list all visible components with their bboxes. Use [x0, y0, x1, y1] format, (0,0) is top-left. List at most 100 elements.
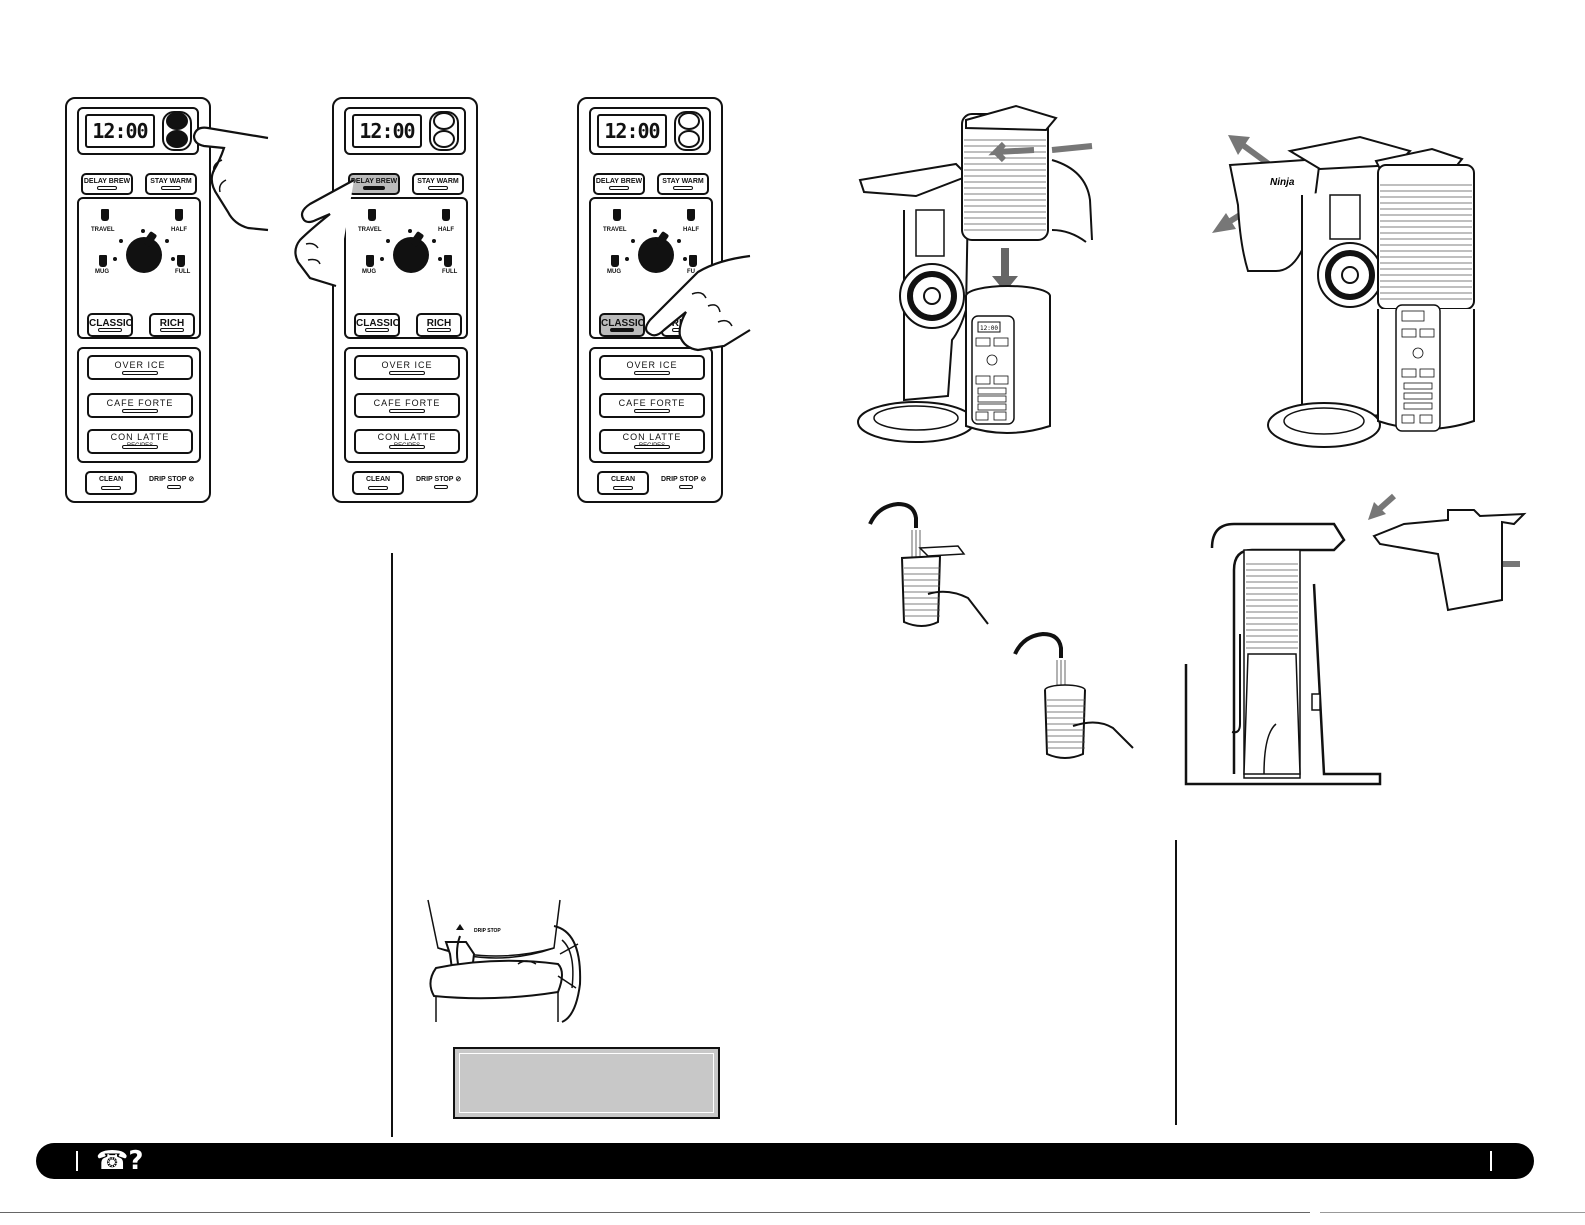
clean-button[interactable]: CLEAN — [597, 471, 649, 495]
stay-warm-label: STAY WARM — [417, 178, 459, 185]
delay-brew-button[interactable]: DELAY BREW — [81, 173, 133, 195]
hand-pointing-up-down-icon — [192, 126, 269, 232]
full-carafe-icon — [177, 255, 185, 267]
classic-label: CLASSIC — [89, 318, 133, 329]
over-ice-button[interactable]: OVER ICE — [599, 355, 705, 380]
reservoir-install-illustration: 12:00 — [857, 104, 1093, 443]
mug-icon — [611, 255, 619, 267]
brew-basket-removal-illustration: Ninja — [1212, 135, 1475, 448]
size-dial-knob[interactable] — [126, 237, 162, 273]
half-carafe-icon — [687, 209, 695, 221]
classic-button[interactable]: CLASSIC — [87, 313, 133, 337]
size-mug-label: MUG — [607, 269, 621, 275]
con-latte-button[interactable]: CON LATTE RECIPES — [87, 429, 193, 454]
size-travel-label: TRAVEL — [91, 227, 115, 233]
con-latte-button[interactable]: CON LATTE RECIPES — [354, 429, 460, 454]
size-half-label: HALF — [171, 227, 187, 233]
stay-warm-button[interactable]: STAY WARM — [412, 173, 464, 195]
dial-dot — [113, 257, 117, 261]
over-ice-button[interactable]: OVER ICE — [87, 355, 193, 380]
column-divider-right — [1175, 840, 1177, 1125]
rich-label: RICH — [426, 318, 452, 329]
stay-warm-button[interactable]: STAY WARM — [657, 173, 709, 195]
clean-button[interactable]: CLEAN — [85, 471, 137, 495]
control-panel-2: 12:00 DELAY BREW STAY WARM TRAVEL HALF M… — [332, 97, 478, 503]
rich-label: RICH — [159, 318, 185, 329]
delay-brew-label: DELAY BREW — [595, 178, 643, 185]
drip-stop-label: DRIP STOP — [149, 476, 187, 483]
half-carafe-icon — [175, 209, 183, 221]
clock-screen: 12:00 — [597, 114, 667, 148]
drip-stop-light — [679, 485, 693, 489]
rich-button[interactable]: RICH — [416, 313, 462, 337]
dial-dot — [677, 239, 681, 243]
classic-button[interactable]: CLASSIC — [354, 313, 400, 337]
drip-stop-light — [167, 485, 181, 489]
over-ice-button[interactable]: OVER ICE — [354, 355, 460, 380]
column-divider-left — [391, 553, 393, 1137]
clock-display: 12:00 — [77, 107, 199, 155]
dial-dot — [438, 257, 442, 261]
dial-dot — [625, 257, 629, 261]
cafe-forte-label: CAFE FORTE — [373, 398, 441, 408]
clean-button[interactable]: CLEAN — [352, 471, 404, 495]
stay-warm-label: STAY WARM — [662, 178, 704, 185]
mug-icon — [99, 255, 107, 267]
rich-button[interactable]: RICH — [149, 313, 195, 337]
up-button[interactable] — [678, 112, 700, 130]
drip-stop-closeup-illustration: DRIP STOP — [427, 899, 582, 1023]
stay-warm-button[interactable]: STAY WARM — [145, 173, 197, 195]
note-box — [453, 1047, 720, 1119]
stay-warm-label: STAY WARM — [150, 178, 192, 185]
clock-screen: 12:00 — [85, 114, 155, 148]
size-dial-knob[interactable] — [393, 237, 429, 273]
drip-stop-indicator: DRIP STOP ⊘ — [661, 475, 706, 483]
clock-display: 12:00 — [589, 107, 711, 155]
side-view-basket-insert-illustration — [1184, 493, 1527, 786]
delay-brew-button[interactable]: DELAY BREW — [593, 173, 645, 195]
down-button[interactable] — [678, 130, 700, 148]
cafe-forte-button[interactable]: CAFE FORTE — [87, 393, 193, 418]
drip-stop-label: DRIP STOP — [661, 476, 699, 483]
page-baseline-right — [1320, 1212, 1585, 1213]
down-button[interactable] — [166, 130, 188, 148]
down-button[interactable] — [433, 130, 455, 148]
size-half-label: HALF — [438, 227, 454, 233]
dial-dot — [653, 229, 657, 233]
size-dial-box: TRAVEL HALF MUG FULL CLASSIC RICH — [344, 197, 468, 339]
recipe-box: OVER ICE CAFE FORTE CON LATTE RECIPES — [589, 347, 713, 463]
cafe-forte-button[interactable]: CAFE FORTE — [599, 393, 705, 418]
footer-divider-right — [1490, 1151, 1492, 1171]
dial-dot — [171, 257, 175, 261]
control-panel-1: 12:00 DELAY BREW STAY WARM TRAVEL HALF M… — [65, 97, 211, 503]
dial-dot — [683, 257, 687, 261]
half-carafe-icon — [442, 209, 450, 221]
hand-pressing-delay-brew-icon — [294, 179, 355, 288]
con-latte-label: CON LATTE — [377, 432, 437, 442]
recipe-box: OVER ICE CAFE FORTE CON LATTE RECIPES — [344, 347, 468, 463]
up-button[interactable] — [166, 112, 188, 130]
size-travel-label: TRAVEL — [358, 227, 382, 233]
con-latte-label: CON LATTE — [110, 432, 170, 442]
travel-cup-icon — [368, 209, 376, 221]
over-ice-label: OVER ICE — [381, 360, 433, 370]
clean-label: CLEAN — [365, 476, 391, 483]
drip-stop-label: DRIP STOP — [416, 476, 454, 483]
travel-cup-icon — [613, 209, 621, 221]
size-dial-knob[interactable] — [638, 237, 674, 273]
size-full-label: FULL — [442, 269, 458, 275]
dial-dot — [432, 239, 436, 243]
clean-label: CLEAN — [610, 476, 636, 483]
dial-dot — [141, 229, 145, 233]
size-mug-label: MUG — [362, 269, 376, 275]
con-latte-button[interactable]: CON LATTE RECIPES — [599, 429, 705, 454]
delay-brew-button[interactable]: DELAY BREW — [348, 173, 400, 195]
drip-stop-icon: ⊘ — [455, 476, 462, 483]
cafe-forte-button[interactable]: CAFE FORTE — [354, 393, 460, 418]
up-button[interactable] — [433, 112, 455, 130]
classic-label: CLASSIC — [356, 318, 400, 329]
drip-stop-indicator: DRIP STOP ⊘ — [149, 475, 194, 483]
dial-dot — [119, 239, 123, 243]
classic-button[interactable]: CLASSIC — [599, 313, 645, 337]
fill-reservoir-tap-illustration-2 — [1013, 631, 1134, 759]
